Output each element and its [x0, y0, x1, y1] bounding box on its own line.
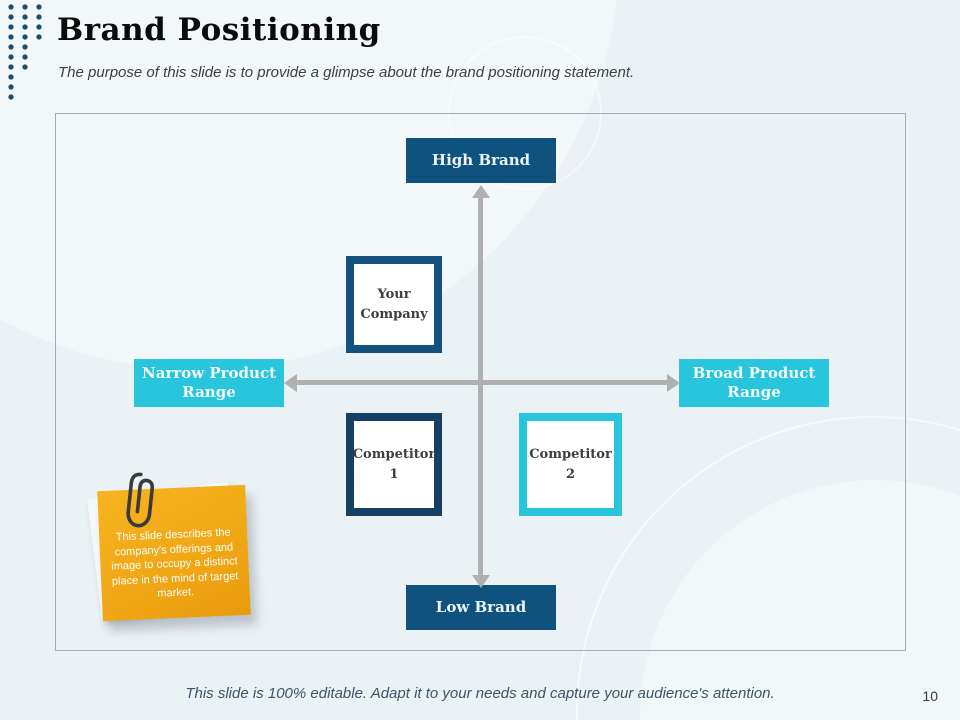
horizontal-axis-line: [297, 380, 667, 385]
axis-label-narrow-product-range: Narrow Product Range: [134, 359, 284, 407]
dots-decoration: [2, 2, 48, 104]
axis-label-text: Low Brand: [435, 598, 527, 617]
page-title: Brand Positioning: [57, 12, 381, 48]
axis-label-low-brand: Low Brand: [406, 585, 556, 630]
dots-column: [6, 2, 16, 102]
vertical-axis-line: [478, 198, 483, 575]
page-number: 10: [922, 688, 938, 704]
box-label: Competitor 2: [529, 447, 612, 482]
arrowhead-down-icon: [472, 575, 490, 588]
axis-label-text: Broad Product Range: [692, 364, 816, 401]
slide-subtitle: The purpose of this slide is to provide …: [58, 64, 635, 81]
axis-label-text: Narrow Product Range: [141, 364, 277, 401]
box-competitor-1: Competitor 1: [346, 413, 442, 516]
diagram-frame: High Brand Low Brand Narrow Product Rang…: [55, 113, 906, 651]
paperclip-icon: [126, 472, 155, 528]
axis-label-text: High Brand: [431, 151, 531, 170]
arrowhead-right-icon: [667, 374, 680, 392]
box-label: Competitor 1: [352, 447, 436, 482]
arrowhead-up-icon: [472, 185, 490, 198]
slide-footer: This slide is 100% editable. Adapt it to…: [185, 685, 775, 702]
arrowhead-left-icon: [284, 374, 297, 392]
dots-column: [20, 2, 30, 72]
box-competitor-2: Competitor 2: [519, 413, 622, 516]
axis-label-broad-product-range: Broad Product Range: [679, 359, 829, 407]
axis-label-high-brand: High Brand: [406, 138, 556, 183]
box-your-company: Your Company: [346, 256, 442, 353]
dots-column: [34, 2, 44, 42]
box-label: Your Company: [360, 287, 428, 322]
